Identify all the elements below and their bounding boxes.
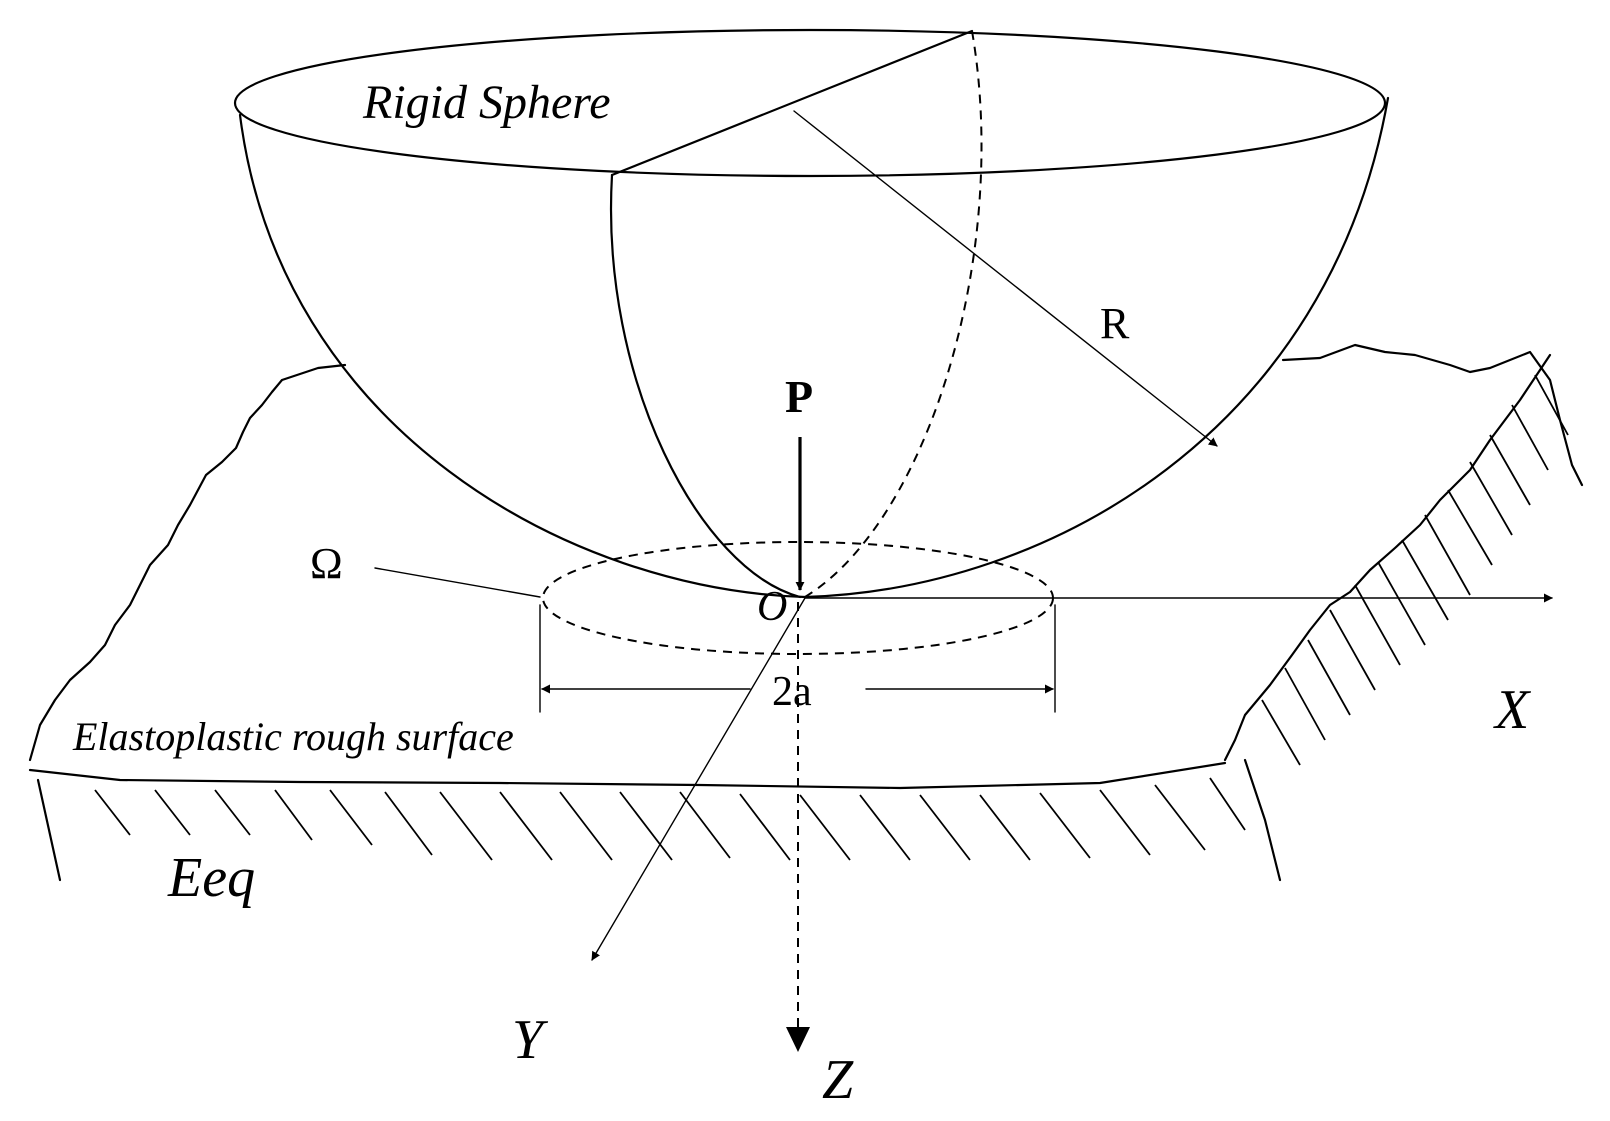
- sphere-top-rim: [233, 28, 1387, 178]
- rigid-sphere: [233, 28, 1390, 599]
- radius-arrow: [793, 110, 1218, 447]
- omega-leader: [374, 567, 541, 598]
- y-axis-label: Y: [512, 1009, 549, 1071]
- side-hatching: [1261, 374, 1569, 766]
- sphere-cut-line: [610, 29, 974, 177]
- x-axis-label: X: [1493, 679, 1532, 741]
- front-hatching: [94, 777, 1246, 861]
- surface-front-edge: [28, 761, 1227, 790]
- surface-right-face: [1223, 353, 1552, 762]
- surface-back-edge-right: [1281, 343, 1584, 487]
- sphere-label: Rigid Sphere: [362, 76, 611, 129]
- surface-back-edge: [28, 363, 347, 762]
- surface-front-left-tick: [36, 778, 62, 882]
- z-axis-head: [786, 1027, 810, 1052]
- width-dimension: [539, 604, 1056, 713]
- surface-front-right-break: [1243, 758, 1282, 882]
- modulus-label: Eeq: [167, 847, 255, 909]
- sphere-back-meridian: [804, 30, 983, 598]
- radius-label: R: [1100, 299, 1130, 348]
- contact-area-label: Ω: [310, 539, 343, 588]
- load-label: P: [785, 371, 813, 422]
- width-label: 2a: [772, 669, 812, 715]
- y-axis: [591, 597, 806, 961]
- sphere-front-meridian: [609, 173, 802, 599]
- origin-label: O: [757, 584, 787, 630]
- surface-label: Elastoplastic rough surface: [72, 714, 514, 759]
- z-axis-label: Z: [822, 1049, 854, 1111]
- sphere-outline: [238, 96, 1390, 599]
- rough-surface: [28, 343, 1584, 882]
